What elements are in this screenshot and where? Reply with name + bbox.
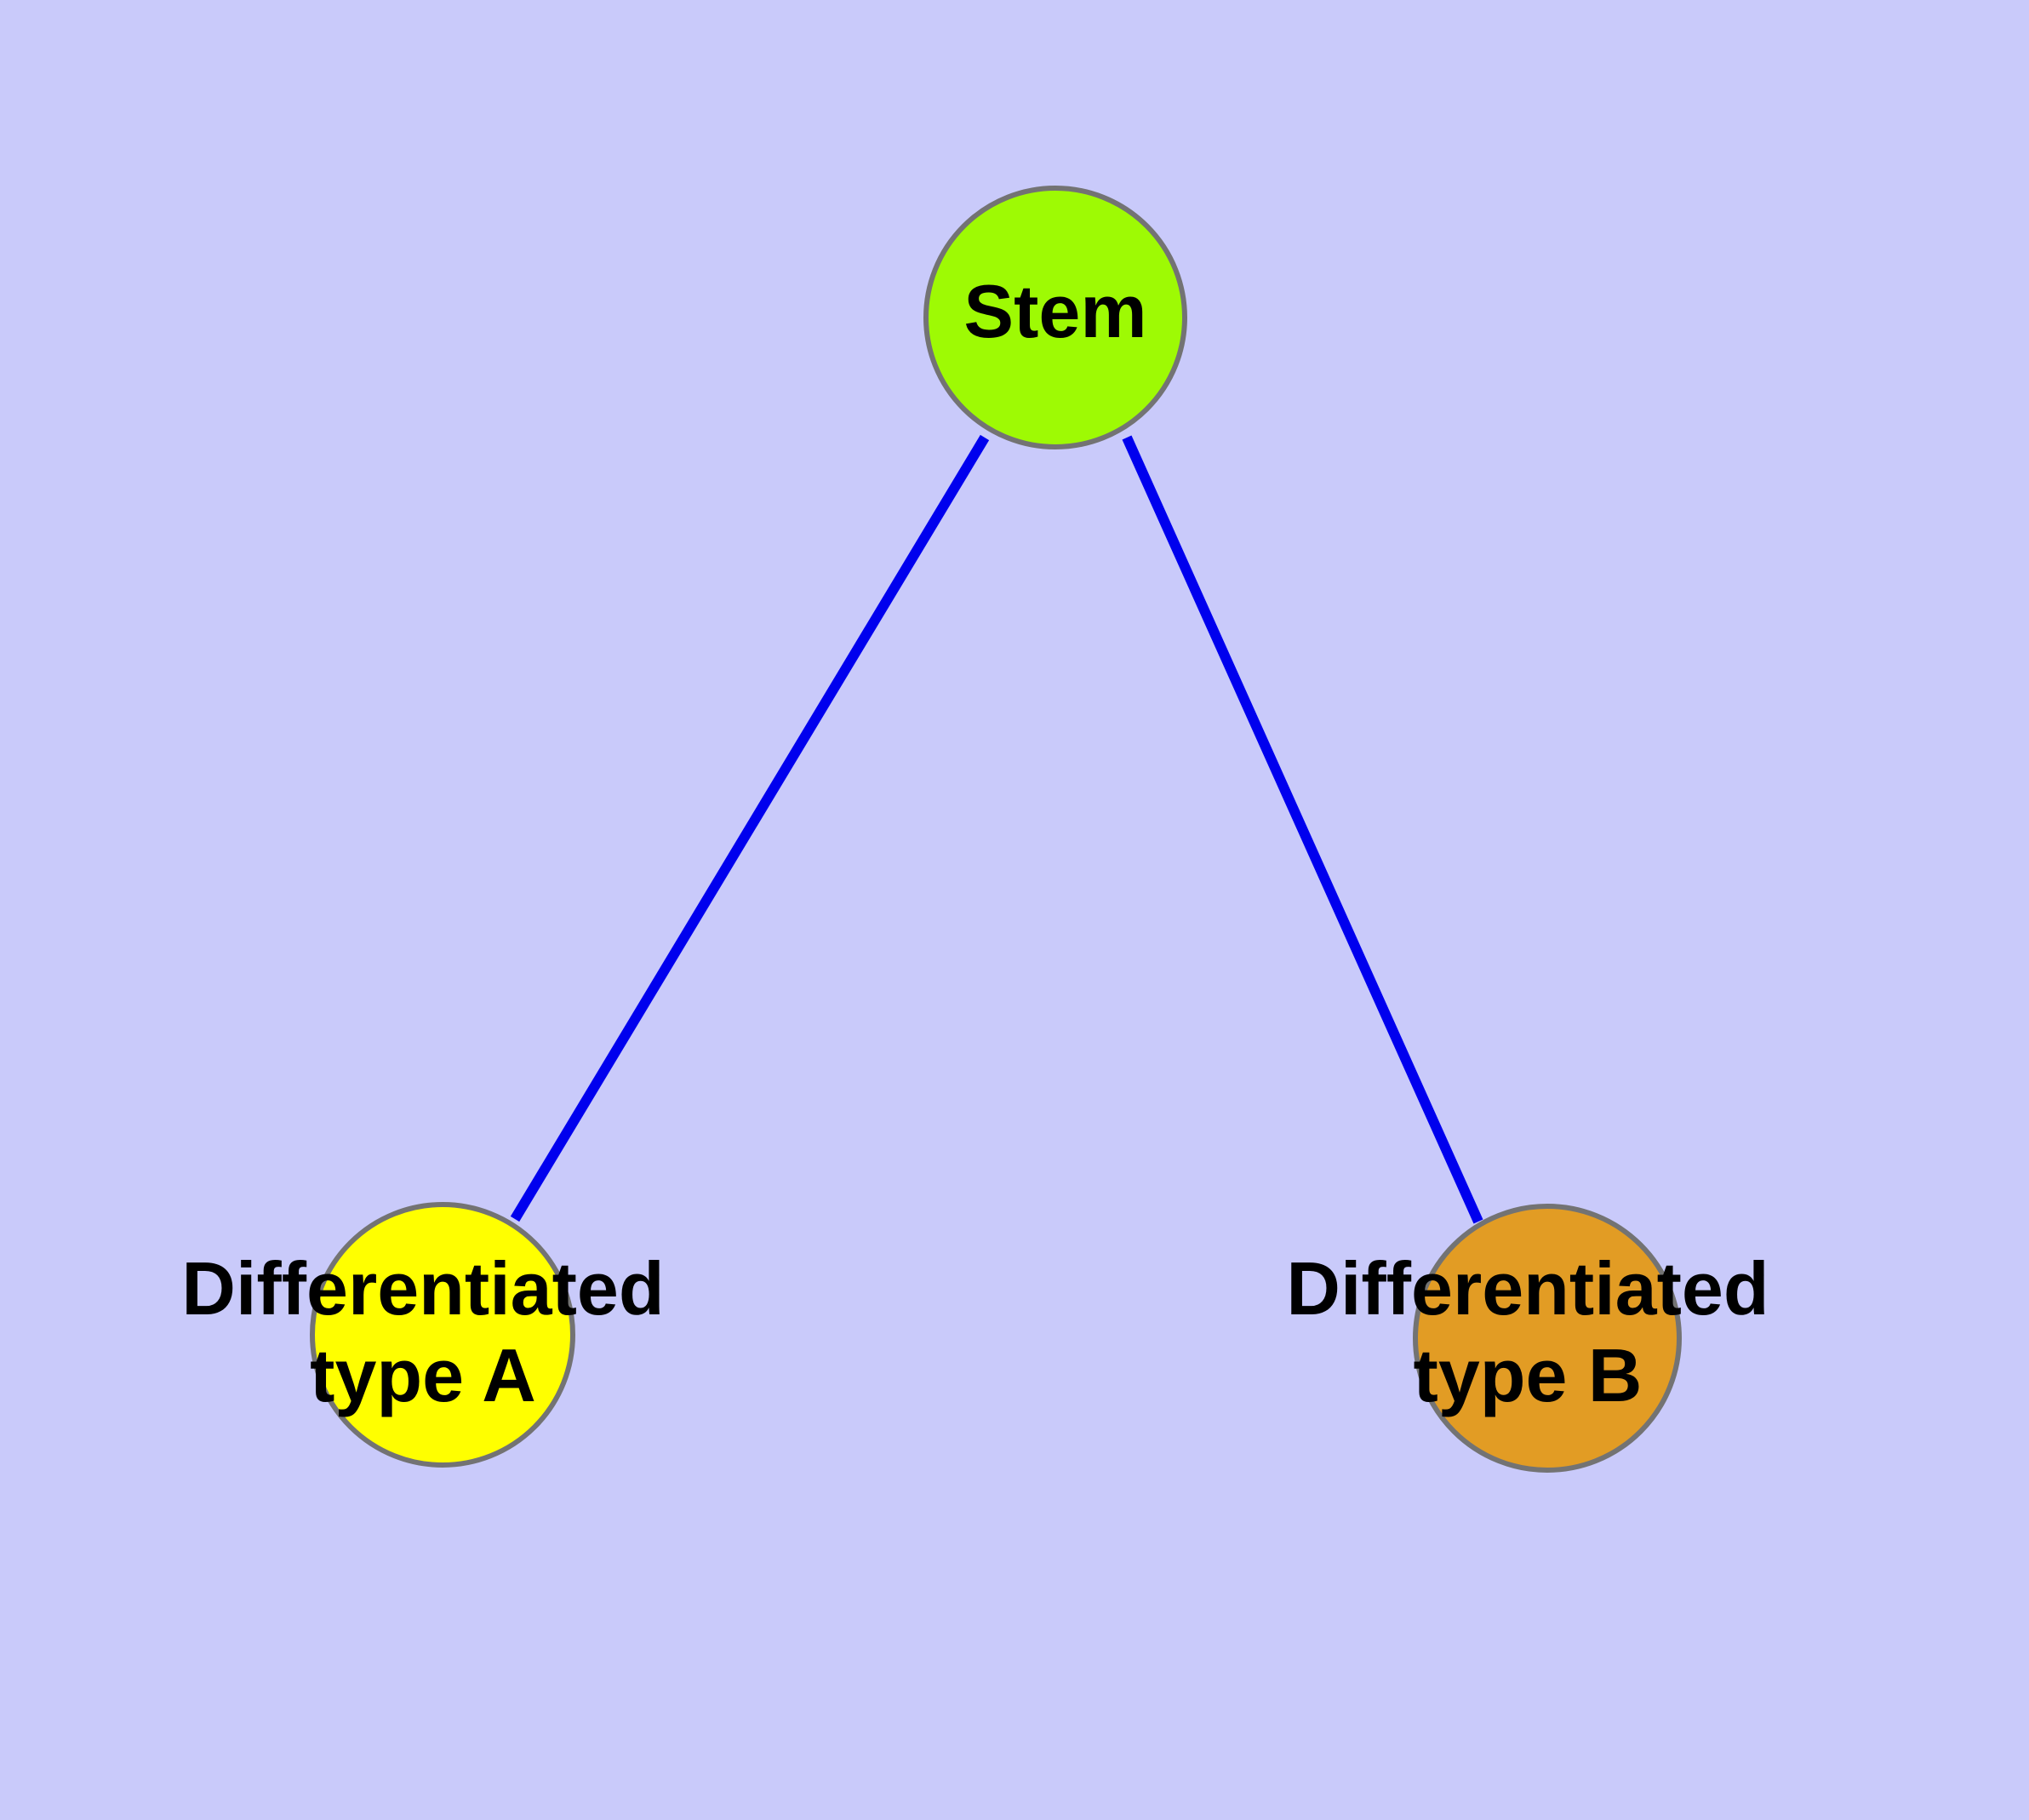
edge-group — [510, 434, 1483, 1224]
node-stem-circle[interactable] — [923, 186, 1187, 449]
edge-stem-to-diff-a[interactable] — [510, 434, 990, 1222]
node-differentiated-type-a-circle[interactable] — [310, 1202, 575, 1468]
node-stem-label: Stem — [963, 269, 1146, 353]
node-differentiated-type-b-circle[interactable] — [1413, 1204, 1682, 1473]
node-stem[interactable]: Stem — [923, 186, 1187, 449]
edge-stem-to-diff-b[interactable] — [1122, 435, 1483, 1224]
